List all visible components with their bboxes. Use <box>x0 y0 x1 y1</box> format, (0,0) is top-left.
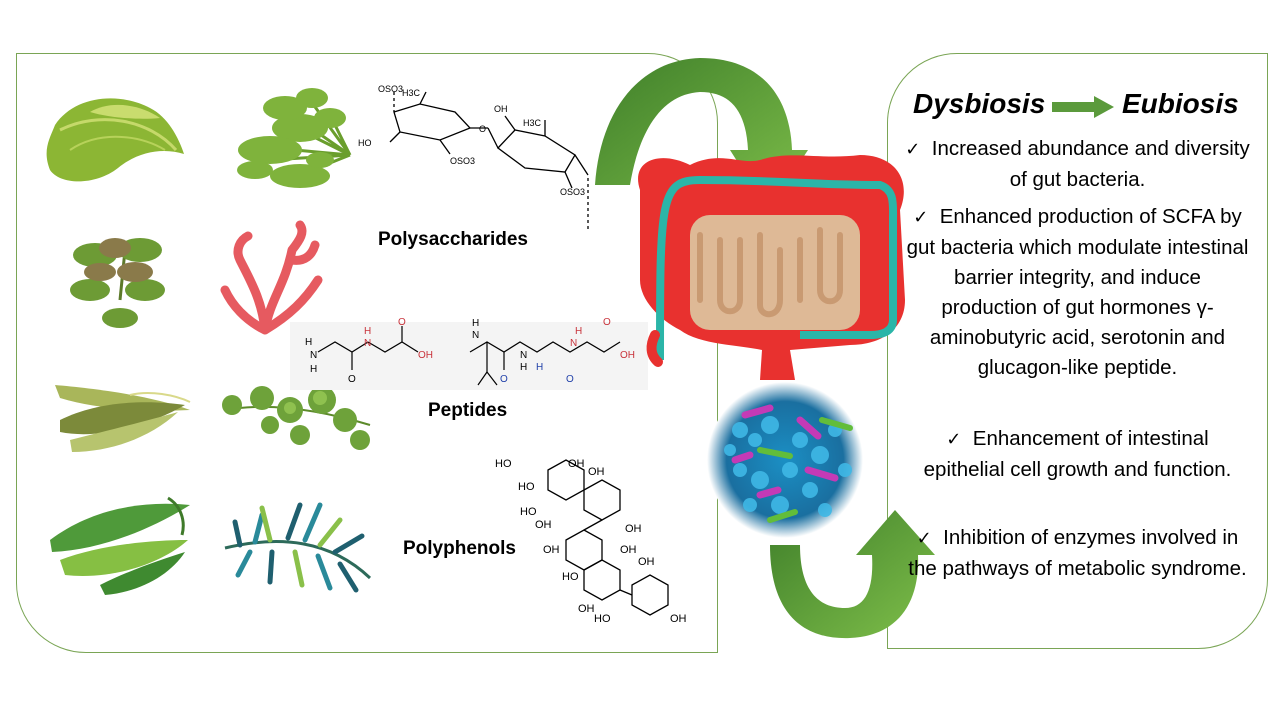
right-panel-frame <box>887 53 1268 649</box>
benefit-text: Enhancement of intestinal epithelial cel… <box>923 427 1232 481</box>
svg-text:H: H <box>575 326 582 337</box>
svg-text:HO: HO <box>518 481 535 493</box>
check-icon: ✓ <box>913 207 929 228</box>
chem-label: OSO3 <box>378 84 403 94</box>
benefit-text: Enhanced production of SCFA by gut bacte… <box>906 205 1249 379</box>
svg-text:O: O <box>348 374 356 385</box>
svg-text:OH: OH <box>588 466 605 478</box>
svg-text:H: H <box>472 318 479 329</box>
heading-dysbiosis: Dysbiosis <box>913 88 1046 119</box>
seaweed-7 <box>50 496 190 595</box>
svg-text:OH: OH <box>620 544 637 556</box>
svg-text:N: N <box>364 338 371 349</box>
svg-text:HO: HO <box>495 458 512 470</box>
polysaccharide-labels: OSO3 H3C HO OSO3 O OH H3C OSO3 <box>358 84 585 197</box>
svg-text:O: O <box>500 374 508 385</box>
seaweed-3 <box>70 238 165 328</box>
bottom-curved-arrow <box>770 510 935 639</box>
chem-label: O <box>479 124 486 134</box>
label-peptides: Peptides <box>428 400 507 421</box>
chem-label: OSO3 <box>450 156 475 166</box>
peptide-structure: N H H N H O O OH N H N H O H N H O O OH <box>290 317 648 390</box>
svg-text:OH: OH <box>625 523 642 535</box>
chem-label: H3C <box>523 118 542 128</box>
chem-label: HO <box>358 138 372 148</box>
check-icon: ✓ <box>905 139 921 160</box>
polyphenol-structure <box>547 459 669 616</box>
svg-text:N: N <box>520 350 527 361</box>
seaweed-2 <box>237 88 352 188</box>
svg-text:N: N <box>310 350 317 361</box>
svg-text:H: H <box>520 362 527 373</box>
colon-illustration <box>638 155 905 380</box>
dysbiosis-to-eubiosis-arrow <box>1052 96 1114 118</box>
svg-text:OH: OH <box>568 458 585 470</box>
svg-text:OH: OH <box>578 603 595 615</box>
svg-text:OH: OH <box>535 519 552 531</box>
svg-text:OH: OH <box>543 544 560 556</box>
svg-text:HO: HO <box>520 506 537 518</box>
left-panel-frame <box>16 53 718 653</box>
check-icon: ✓ <box>916 528 932 549</box>
gut-bacteria-illustration <box>707 382 863 538</box>
svg-text:H: H <box>310 364 317 375</box>
benefit-item: ✓ Enhancement of intestinal epithelial c… <box>905 424 1250 485</box>
polysaccharide-structure <box>389 91 589 230</box>
heading-eubiosis: Eubiosis <box>1122 88 1239 119</box>
svg-text:HO: HO <box>594 613 611 625</box>
benefit-item: ✓ Inhibition of enzymes involved in the … <box>905 523 1250 584</box>
svg-text:H: H <box>364 326 371 337</box>
benefit-text: Increased abundance and diversity of gut… <box>931 137 1250 191</box>
svg-text:O: O <box>398 317 406 328</box>
svg-text:N: N <box>472 330 479 341</box>
benefit-text: Inhibition of enzymes involved in the pa… <box>908 526 1247 580</box>
svg-text:O: O <box>603 317 611 328</box>
seaweed-1 <box>46 98 185 182</box>
svg-text:H: H <box>536 362 543 373</box>
seaweed-6 <box>222 386 371 450</box>
chem-label: OH <box>494 104 508 114</box>
seaweed-5 <box>55 385 191 452</box>
svg-text:OH: OH <box>620 350 635 361</box>
svg-text:HO: HO <box>562 571 579 583</box>
svg-text:O: O <box>566 374 574 385</box>
svg-text:OH: OH <box>670 613 687 625</box>
polyphenol-labels: HO OH HO OH HO OH OH OH OH HO OH OH HO O… <box>495 458 687 625</box>
label-polysaccharides: Polysaccharides <box>378 229 528 250</box>
chem-label: H3C <box>402 88 421 98</box>
benefit-item: ✓ Increased abundance and diversity of g… <box>905 134 1250 195</box>
benefit-item: ✓ Enhanced production of SCFA by gut bac… <box>905 202 1250 383</box>
svg-text:H: H <box>305 337 312 348</box>
svg-text:OH: OH <box>418 350 433 361</box>
svg-text:N: N <box>570 338 577 349</box>
seaweed-4 <box>220 220 323 335</box>
check-icon: ✓ <box>946 429 962 450</box>
seaweed-8 <box>224 502 372 593</box>
label-polyphenols: Polyphenols <box>403 538 516 559</box>
chem-label: OSO3 <box>560 187 585 197</box>
svg-text:OH: OH <box>638 556 655 568</box>
